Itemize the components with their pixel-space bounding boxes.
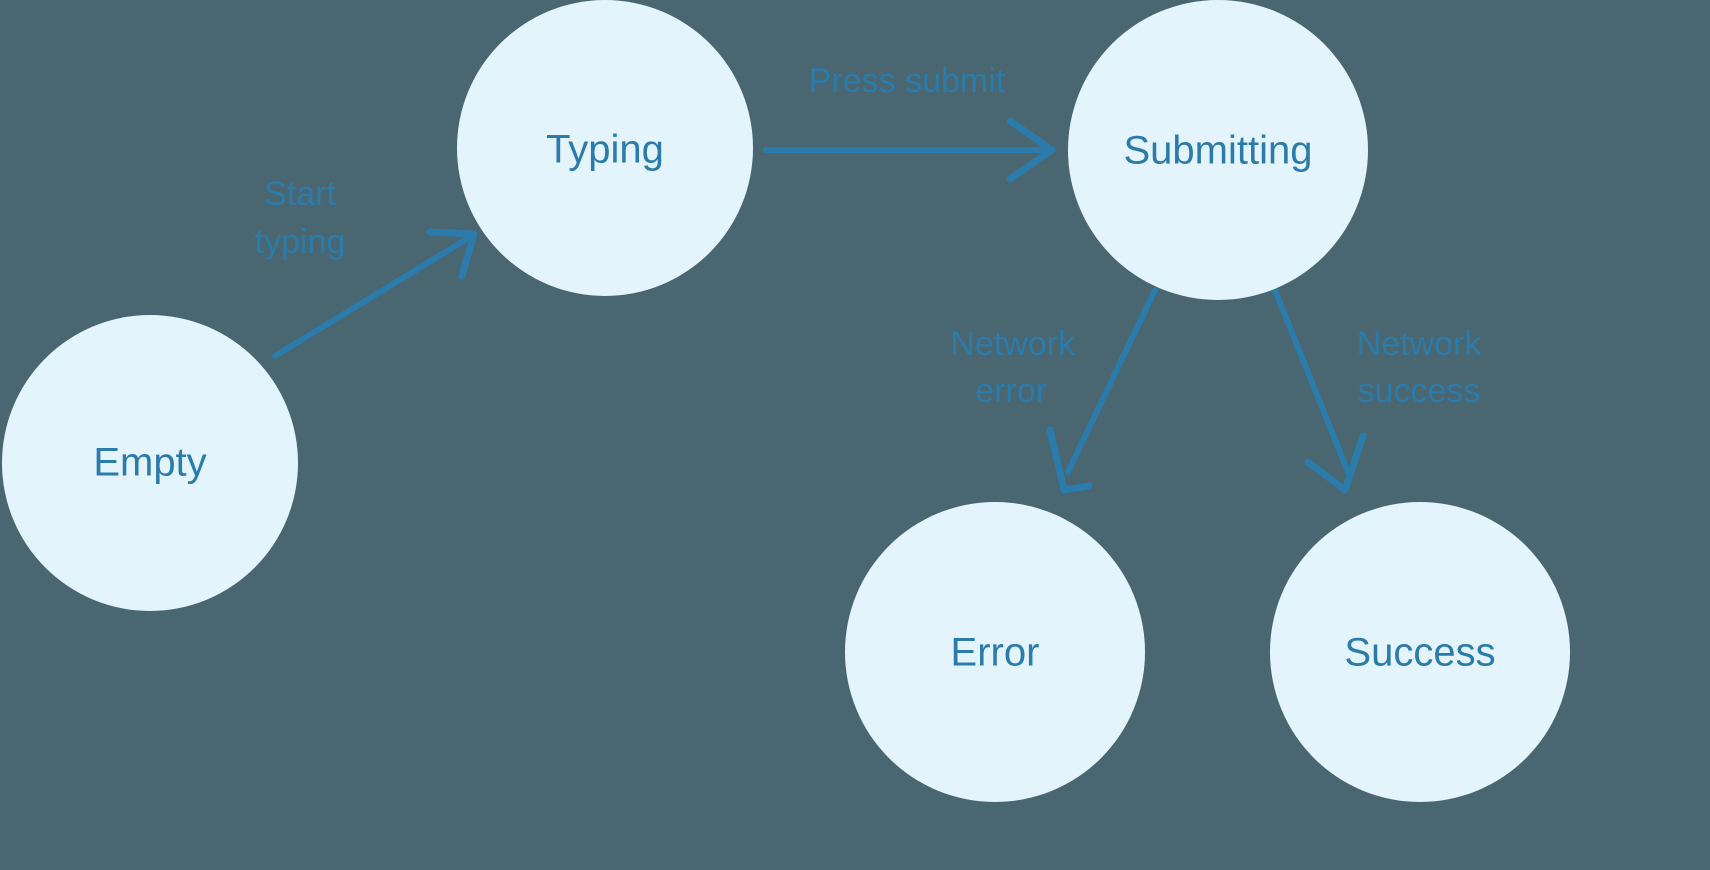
- node-circle-error: [845, 502, 1145, 802]
- arrowhead-submitting-to-error: [1046, 426, 1093, 494]
- edge-line-empty-to-typing: [272, 234, 473, 359]
- node-label-typing: Typing: [546, 128, 664, 172]
- node-typing[interactable]: Typing: [457, 0, 753, 296]
- edge-label-network-success-line2: success: [1358, 372, 1481, 410]
- edge-label-network-success-line1: Network: [1357, 325, 1483, 363]
- arrowhead-typing-to-submitting: [1006, 117, 1056, 183]
- node-submitting[interactable]: Submitting: [1068, 0, 1368, 300]
- edge-line-submitting-to-success: [1272, 287, 1351, 475]
- edge-submitting-to-success[interactable]: Network success: [1272, 287, 1483, 494]
- node-label-submitting: Submitting: [1124, 129, 1313, 173]
- edge-label-network-error-line1: Network: [950, 325, 1076, 363]
- arrowhead-submitting-to-success: [1304, 432, 1367, 494]
- edge-typing-to-submitting[interactable]: Press submit: [763, 62, 1056, 183]
- node-error[interactable]: Error: [845, 502, 1145, 802]
- node-success[interactable]: Success: [1270, 502, 1570, 802]
- edge-submitting-to-error[interactable]: Network error: [950, 287, 1158, 494]
- node-circle-typing: [457, 0, 753, 296]
- node-label-empty: Empty: [93, 441, 206, 485]
- node-circle-empty: [2, 315, 298, 611]
- node-circle-success: [1270, 502, 1570, 802]
- node-label-error: Error: [951, 631, 1040, 675]
- node-empty[interactable]: Empty: [2, 315, 298, 611]
- node-circle-submitting: [1068, 0, 1368, 300]
- edge-label-start-typing-line2: typing: [255, 223, 346, 261]
- edge-empty-to-typing[interactable]: Start typing: [255, 175, 478, 359]
- edge-label-start-typing-line1: Start: [264, 175, 336, 213]
- arrowhead-empty-to-typing: [426, 228, 478, 280]
- edge-line-submitting-to-error: [1065, 287, 1158, 475]
- edge-label-network-error-line2: error: [975, 372, 1047, 410]
- node-label-success: Success: [1344, 631, 1495, 675]
- edge-label-press-submit: Press submit: [809, 62, 1006, 100]
